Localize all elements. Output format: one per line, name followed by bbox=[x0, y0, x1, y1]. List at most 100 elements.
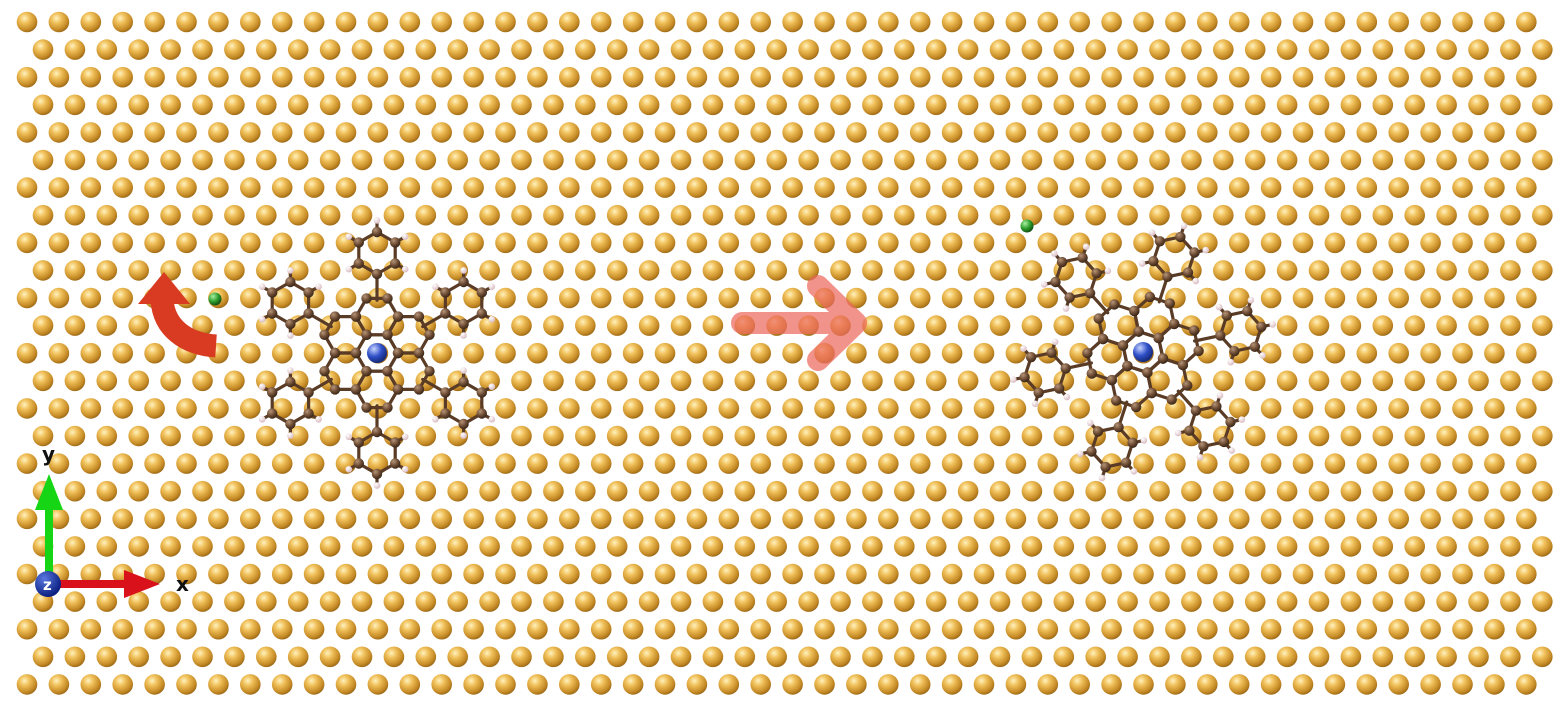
gold-atom bbox=[750, 122, 771, 143]
gold-atom bbox=[224, 149, 245, 171]
gold-atom bbox=[718, 122, 740, 143]
gold-atom bbox=[782, 618, 803, 640]
gold-atom bbox=[1244, 260, 1266, 281]
gold-atom bbox=[973, 398, 995, 419]
gold-atom bbox=[989, 204, 1011, 226]
gold-atom bbox=[1292, 177, 1314, 198]
gold-atom bbox=[112, 398, 133, 419]
gold-atom bbox=[1197, 177, 1218, 198]
gold-atom bbox=[1244, 536, 1266, 557]
gold-atom bbox=[1388, 232, 1409, 254]
gold-atom bbox=[1532, 425, 1553, 447]
gold-atom bbox=[846, 66, 867, 88]
gold-atom bbox=[957, 39, 979, 60]
rotation-arrow-icon bbox=[138, 272, 218, 358]
gold-atom bbox=[527, 618, 548, 640]
gold-atom bbox=[128, 149, 149, 171]
gold-atom bbox=[271, 618, 293, 640]
gold-atom bbox=[495, 287, 516, 309]
carbon-atom bbox=[285, 418, 296, 430]
carbon-atom bbox=[1189, 325, 1200, 336]
gold-atom bbox=[1388, 66, 1409, 88]
gold-atom bbox=[670, 94, 692, 116]
carbon-atom bbox=[267, 287, 278, 298]
gold-atom bbox=[64, 315, 86, 336]
carbon-atom bbox=[1097, 333, 1109, 345]
gold-atom bbox=[1356, 453, 1378, 474]
gold-atom bbox=[702, 646, 724, 668]
gold-atom bbox=[894, 315, 915, 336]
gold-atom bbox=[208, 177, 229, 198]
carbon-atom bbox=[319, 329, 330, 340]
gold-atom bbox=[1101, 618, 1122, 640]
gold-atom bbox=[64, 149, 86, 171]
gold-atom bbox=[638, 480, 660, 502]
carbon-atom bbox=[1086, 368, 1098, 379]
gold-atom bbox=[160, 204, 181, 226]
gold-atom bbox=[814, 177, 835, 198]
gold-atom bbox=[1165, 66, 1186, 88]
gold-atom bbox=[431, 674, 453, 695]
gold-atom bbox=[894, 94, 915, 116]
gold-atom bbox=[1053, 39, 1075, 60]
gold-atom bbox=[941, 674, 963, 695]
gold-atom bbox=[925, 425, 947, 447]
gold-atom bbox=[335, 563, 357, 585]
gold-atom bbox=[96, 204, 118, 226]
gold-atom bbox=[702, 425, 724, 447]
gold-atom bbox=[878, 66, 899, 88]
carbon-atom bbox=[329, 311, 341, 322]
gold-atom bbox=[192, 536, 213, 557]
gold-atom bbox=[1021, 536, 1043, 557]
gold-atom bbox=[48, 508, 70, 530]
gold-atom bbox=[734, 646, 756, 668]
gold-atom bbox=[734, 591, 756, 612]
gold-atom bbox=[909, 508, 931, 530]
gold-atom bbox=[973, 287, 995, 309]
gold-atom bbox=[399, 398, 421, 419]
gold-atom bbox=[830, 480, 851, 502]
carbon-atom bbox=[1091, 268, 1102, 279]
gold-atom bbox=[766, 425, 787, 447]
gold-atom bbox=[766, 370, 787, 392]
gold-atom bbox=[957, 94, 979, 116]
gold-atom bbox=[335, 618, 357, 640]
gold-atom bbox=[718, 11, 740, 33]
carbon-atom bbox=[1242, 306, 1253, 317]
gold-atom bbox=[702, 204, 724, 226]
carbon-atom bbox=[1133, 326, 1144, 337]
hydrogen-atom bbox=[315, 283, 322, 291]
gold-atom bbox=[527, 232, 548, 254]
gold-atom bbox=[1101, 674, 1122, 695]
carbon-atom bbox=[1130, 401, 1142, 413]
gold-atom bbox=[559, 508, 580, 530]
gold-atom bbox=[750, 287, 771, 309]
gold-atom bbox=[96, 480, 118, 502]
gold-atom bbox=[1420, 287, 1441, 309]
gold-atom bbox=[1292, 398, 1314, 419]
gold-atom bbox=[64, 536, 86, 557]
gold-atom bbox=[527, 453, 548, 474]
gold-atom bbox=[830, 39, 851, 60]
gold-atom bbox=[160, 39, 181, 60]
gold-atom bbox=[271, 66, 293, 88]
carbon-atom bbox=[1060, 363, 1071, 374]
gold-atom bbox=[128, 260, 149, 281]
gold-atom bbox=[1005, 674, 1027, 695]
gold-atom bbox=[1197, 287, 1218, 309]
gold-atom bbox=[750, 232, 771, 254]
gold-atom bbox=[1292, 342, 1314, 364]
gold-atom bbox=[1452, 563, 1473, 585]
gold-atom bbox=[702, 94, 724, 116]
gold-atom bbox=[1500, 370, 1521, 392]
gold-atom bbox=[1165, 122, 1186, 143]
gold-atom bbox=[1388, 563, 1409, 585]
hydrogen-atom bbox=[258, 416, 266, 423]
gold-atom bbox=[1213, 94, 1234, 116]
gold-atom bbox=[575, 94, 596, 116]
gold-atom bbox=[1069, 342, 1090, 364]
gold-atom bbox=[1149, 149, 1170, 171]
gold-atom bbox=[782, 66, 803, 88]
carbon-atom bbox=[267, 408, 278, 419]
gold-atom bbox=[1468, 39, 1489, 60]
